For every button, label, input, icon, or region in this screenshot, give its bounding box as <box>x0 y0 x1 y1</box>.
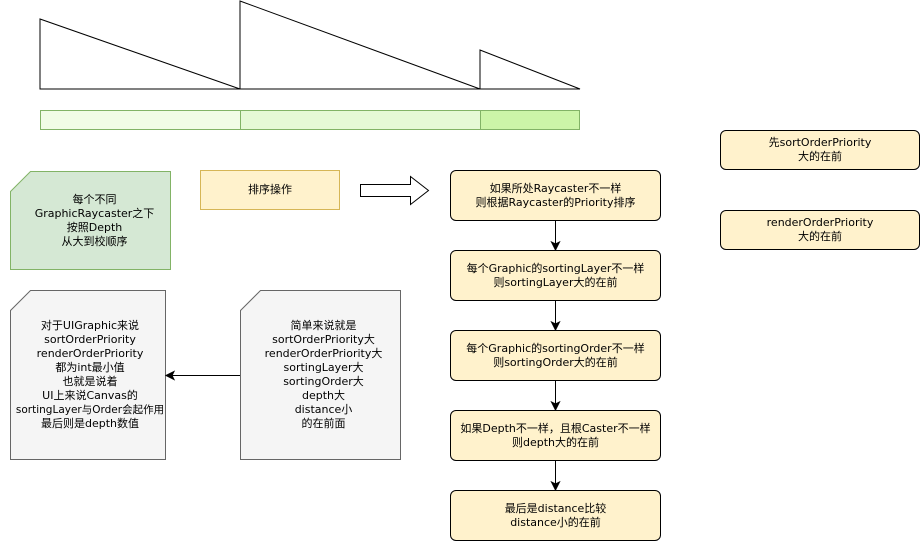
flow-step-distance: 最后是distance比较 distance小的在前 <box>450 490 661 541</box>
side-note-line: 先sortOrderPriority <box>768 136 872 149</box>
note-ui-line: renderOrderPriority <box>36 347 144 360</box>
note-simple-line: sortingLayer大 <box>283 361 364 374</box>
arrowhead-to-ui-note <box>164 370 176 381</box>
timeline-segment-3 <box>480 110 580 130</box>
note-ui-line: UI上来说Canvas的 <box>42 389 138 402</box>
note-green-line: 每个不同 <box>72 192 117 206</box>
note-green-line: GraphicRaycaster之下 <box>34 206 155 220</box>
side-note-sort-order-priority: 先sortOrderPriority 大的在前 <box>720 130 920 170</box>
side-note-line: 大的在前 <box>798 230 842 243</box>
timeline-segment-1 <box>40 110 241 130</box>
flow-step-sorting-layer: 每个Graphic的sortingLayer不一样 则sortingLayer大… <box>450 250 661 301</box>
note-simple-line: renderOrderPriority大 <box>264 347 383 360</box>
flow-step-line: 如果Depth不一样，且根Caster不一样 <box>460 421 651 435</box>
flow-step-line: distance小的在前 <box>510 515 601 529</box>
sort-operation-box: 排序操作 <box>200 170 340 210</box>
flow-step-sorting-order: 每个Graphic的sortingOrder不一样 则sortingOrder大… <box>450 330 661 381</box>
hollow-arrow-shape <box>360 175 430 206</box>
timeline-segment-2 <box>240 110 481 130</box>
flow-step-line: 则根据Raycaster的Priority排序 <box>475 195 636 209</box>
note-ui-line: 最后则是depth数值 <box>40 417 140 430</box>
flow-step-raycaster: 如果所处Raycaster不一样 则根据Raycaster的Priority排序 <box>450 170 661 221</box>
note-ui-line: sortOrderPriority <box>44 333 136 346</box>
note-simple-line: 的在前面 <box>301 417 346 430</box>
sort-operation-label: 排序操作 <box>248 183 292 196</box>
note-ui-line: 也就是说着 <box>62 375 118 388</box>
note-simple-line: 简单来说就是 <box>290 319 357 332</box>
note-ui-line: sortingLayer与Order会起作用 <box>15 404 165 416</box>
side-note-render-order-priority: renderOrderPriority 大的在前 <box>720 210 920 250</box>
note-ui-graphic: 对于UIGraphic来说 sortOrderPriority renderOr… <box>10 290 166 460</box>
flow-step-depth: 如果Depth不一样，且根Caster不一样 则depth大的在前 <box>450 410 661 461</box>
side-note-line: renderOrderPriority <box>766 216 874 229</box>
sawtooth-shape <box>39 0 581 90</box>
flow-step-line: 则sortingLayer大的在前 <box>493 275 618 289</box>
side-note-line: 大的在前 <box>798 150 842 163</box>
flow-step-line: 如果所处Raycaster不一样 <box>489 181 622 195</box>
note-simple-shape <box>240 290 401 460</box>
flow-step-line: 则depth大的在前 <box>511 435 600 449</box>
note-ui-line: 对于UIGraphic来说 <box>40 319 140 332</box>
note-green-shape <box>10 171 171 270</box>
note-simple-line: sortOrderPriority大 <box>272 333 375 346</box>
note-simple-line: depth大 <box>301 389 346 402</box>
flow-step-line: 则sortingOrder大的在前 <box>493 355 618 369</box>
note-ui-line: 都为int最小值 <box>55 361 125 374</box>
flow-step-line: 最后是distance比较 <box>504 501 607 515</box>
note-green-line: 按照Depth <box>66 220 123 234</box>
note-simple-line: sortingOrder大 <box>283 375 364 388</box>
note-green: 每个不同 GraphicRaycaster之下 按照Depth 从大到校顺序 <box>10 171 171 270</box>
note-ui-shape <box>10 290 166 460</box>
flow-step-line: 每个Graphic的sortingLayer不一样 <box>466 261 645 275</box>
note-simple: 简单来说就是 sortOrderPriority大 renderOrderPri… <box>240 290 401 460</box>
flow-arrows <box>550 220 561 492</box>
note-simple-line: distance小 <box>294 403 353 416</box>
note-green-line: 从大到校顺序 <box>61 234 128 248</box>
flow-step-line: 每个Graphic的sortingOrder不一样 <box>466 341 645 355</box>
